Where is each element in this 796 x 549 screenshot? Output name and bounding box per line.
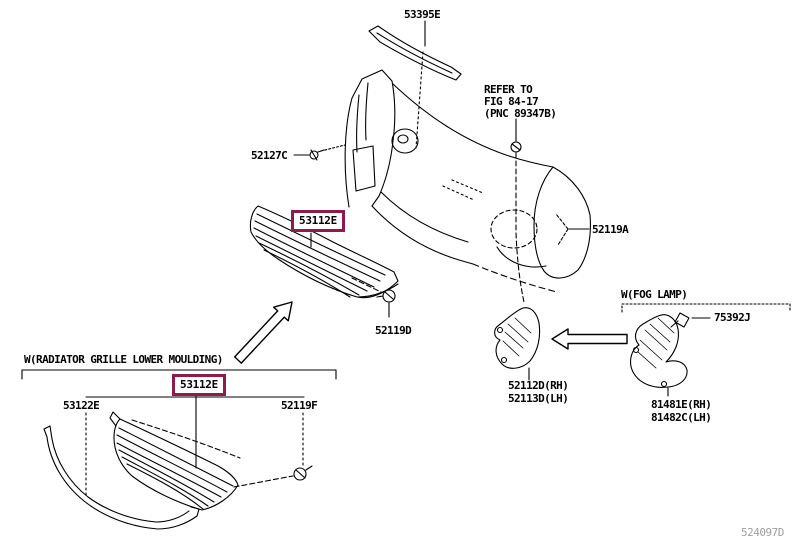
moulding-strip-outline <box>46 436 198 530</box>
part-label-52127c[interactable]: 52127C <box>251 149 288 162</box>
part-label-52113d-lh[interactable]: 52113D(LH) <box>508 392 569 405</box>
fog-bracket-hatching <box>637 317 675 369</box>
bumper-top-edge <box>392 83 554 168</box>
bumper-mid-contour <box>371 205 474 265</box>
support-nub2 <box>500 356 508 364</box>
lower-group-drawing <box>21 369 337 530</box>
moulding-strip-left-cap <box>43 425 53 440</box>
grille-lower-slat3 <box>116 442 222 498</box>
guide-refer-dashed <box>515 152 525 303</box>
grille-slat2 <box>254 220 381 282</box>
grille-slat3 <box>253 227 375 288</box>
part-label-53122e[interactable]: 53122E <box>63 399 100 412</box>
bumper-detail-dotted1 <box>442 185 475 201</box>
part-label-75392j[interactable]: 75392J <box>714 311 751 324</box>
part-label-53395e[interactable]: 53395E <box>404 8 441 21</box>
bumper-detail-dotted2 <box>451 179 484 194</box>
grille-lower-flap <box>356 283 399 298</box>
moulding-strip-inner <box>51 438 190 523</box>
grille-slat6 <box>263 249 351 298</box>
lower-moulding-group-title: W(RADIATOR GRILLE LOWER MOULDING) <box>24 353 223 366</box>
bumper-bottom-dashed <box>472 263 558 293</box>
grille-lower-slat4 <box>118 449 215 503</box>
part-label-52119f[interactable]: 52119F <box>281 399 318 412</box>
diagram-code: 524097D <box>741 526 784 539</box>
refer-grommet-detail <box>511 143 521 151</box>
support-nub1 <box>496 326 504 334</box>
guide-52119a-dotted <box>555 213 569 246</box>
fog-lamp-group-title: W(FOG LAMP) <box>621 288 688 301</box>
part-label-52119d[interactable]: 52119D <box>375 324 412 337</box>
fog-opening-dashed <box>490 209 538 249</box>
fog-group-bracket-dotted <box>621 303 791 313</box>
fog-lamp-group-drawing <box>621 303 791 397</box>
clip-lower-detail2 <box>305 465 313 471</box>
grommet-detail <box>384 291 394 300</box>
part-label-81481e-rh[interactable]: 81481E(RH) <box>651 398 712 411</box>
bumper-cover-drawing <box>344 69 591 293</box>
grille-lower-outline <box>113 418 239 511</box>
arrow-left-icon <box>551 328 628 350</box>
refer-grommet-icon <box>510 141 522 153</box>
refer-note-line2: FIG 84-17 <box>484 95 539 108</box>
fog-bracket-nub2 <box>660 380 668 388</box>
highlighted-part-label-53112e[interactable]: 53112E <box>291 210 345 232</box>
refer-grommet-drawing <box>510 118 525 303</box>
grille-lower-tip <box>109 411 121 427</box>
grommet-drawing <box>376 289 396 318</box>
bumper-right-corner <box>533 166 591 279</box>
bumper-tower-line1 <box>356 94 360 153</box>
emblem-ring-inner <box>397 134 409 144</box>
fog-opening-lip <box>496 246 547 268</box>
emblem-ring-outer <box>391 128 419 154</box>
clip-upper-icon <box>309 150 319 160</box>
guide-grille-lower-dashed <box>131 419 241 459</box>
guide-53395e-dotted <box>415 51 424 149</box>
grommet-tick <box>376 295 384 298</box>
grille-slat1 <box>256 213 386 276</box>
guide-grille-clip-dashed <box>233 475 294 488</box>
fog-bracket-outline <box>630 314 688 388</box>
cowl-seal-inner-line <box>376 32 453 74</box>
clip-lower-icon <box>293 467 307 481</box>
highlighted-part-label-53112e-lower[interactable]: 53112E <box>172 374 226 396</box>
grille-lower-slat5 <box>121 456 209 507</box>
bumper-tower-line2 <box>365 82 369 141</box>
guide-52127c-dotted <box>320 144 346 152</box>
fog-bracket-nub1 <box>632 346 640 354</box>
support-bracket-drawing <box>494 307 541 381</box>
refer-note-line1: REFER TO <box>484 83 533 96</box>
support-hatching <box>502 317 532 357</box>
lower-group-bracket <box>21 369 337 380</box>
radiator-grille-drawing <box>249 205 399 299</box>
clip-upper-drawing <box>293 144 346 161</box>
bumper-inner-contour <box>380 191 469 243</box>
refer-note-line3: (PNC 89347B) <box>484 107 557 120</box>
grille-lower-slat2 <box>116 434 228 493</box>
bumper-leader <box>555 213 590 246</box>
guide-grille-grommet-dashed <box>351 277 382 293</box>
refer-note: REFER TO FIG 84-17 (PNC 89347B) <box>484 83 557 120</box>
grille-slat4 <box>255 235 368 292</box>
cowl-seal-drawing <box>368 20 462 149</box>
bumper-left-tower <box>344 69 396 208</box>
bumper-tower-inset <box>352 145 376 192</box>
grille-slat5 <box>258 242 360 296</box>
clip-lower-detail1 <box>295 469 306 479</box>
support-outline <box>494 307 541 369</box>
part-label-81482c-lh[interactable]: 81482C(LH) <box>651 411 712 424</box>
arrow-up-right-icon <box>233 301 293 364</box>
part-label-52119a[interactable]: 52119A <box>592 223 629 236</box>
clip-upper-detail1 <box>310 149 318 161</box>
grille-lower-slat6 <box>126 463 204 510</box>
grille-lower-slat1 <box>118 427 234 487</box>
fog-screw-icon <box>674 312 690 328</box>
cowl-seal-outline <box>368 25 462 81</box>
fog-screw-detail <box>670 320 679 328</box>
part-label-52112d-rh[interactable]: 52112D(RH) <box>508 379 569 392</box>
moulding-strip-right-hook <box>190 506 200 517</box>
